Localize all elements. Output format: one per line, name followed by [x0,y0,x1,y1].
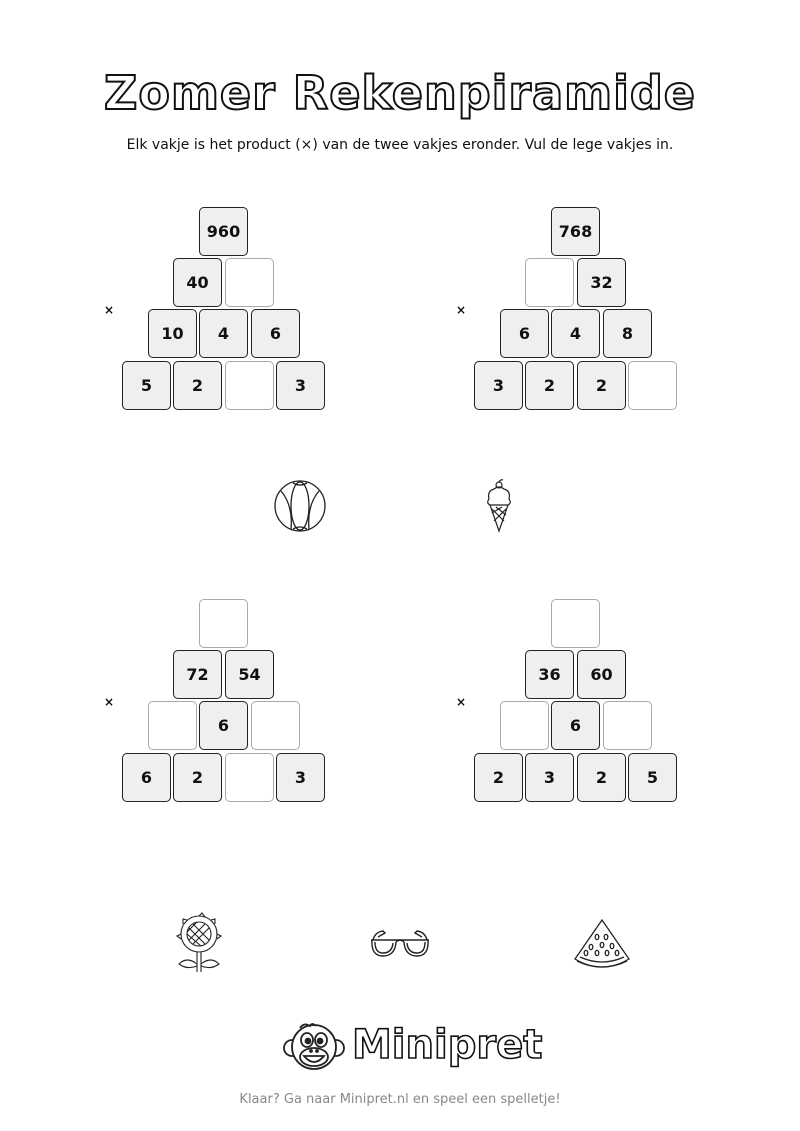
cell-r2-c1[interactable]: 6 [551,701,600,750]
cell-r3-c1[interactable]: 3 [525,753,574,802]
cell-r0-c0[interactable]: 960 [199,207,248,256]
cell-r3-c2[interactable] [225,361,274,410]
multiply-symbol: × [104,695,115,709]
cell-r3-c2[interactable]: 2 [577,361,626,410]
pyramid-1: 960 40 10 4 6 5 2 3 [122,207,332,417]
cell-r2-c2[interactable] [251,701,300,750]
cell-r3-c3[interactable] [628,361,677,410]
pyramid-4: 36 60 6 2 3 2 5 [474,599,684,809]
cell-r1-c1[interactable] [225,258,274,307]
minipret-logo: Minipret [282,1020,543,1076]
sunglasses-icon [371,930,429,957]
cell-r0-c0[interactable]: 768 [551,207,600,256]
pyramid-2: 768 32 6 4 8 3 2 2 [474,207,684,417]
multiply-symbol: × [456,695,467,709]
logo-text: Minipret [351,1021,543,1069]
cell-r3-c1[interactable]: 2 [525,361,574,410]
cell-r0-c0[interactable] [199,599,248,648]
cell-r3-c0[interactable]: 3 [474,361,523,410]
cell-r2-c0[interactable]: 6 [500,309,549,358]
cell-r1-c1[interactable]: 32 [577,258,626,307]
cell-r2-c0[interactable]: 10 [148,309,197,358]
ice-cream-icon [487,479,511,533]
monkey-mascot-icon [283,1023,345,1070]
cell-r1-c0[interactable]: 36 [525,650,574,699]
cell-r2-c0[interactable] [148,701,197,750]
cell-r3-c0[interactable]: 2 [474,753,523,802]
cell-r3-c0[interactable]: 5 [122,361,171,410]
cell-r2-c1[interactable]: 4 [551,309,600,358]
cell-r2-c0[interactable] [500,701,549,750]
pyramid-3: 72 54 6 6 2 3 [122,599,332,809]
footer-text: Klaar? Ga naar Minipret.nl en speel een … [239,1092,561,1107]
sunflower-icon [175,912,223,972]
cell-r2-c2[interactable] [603,701,652,750]
cell-r1-c1[interactable]: 54 [225,650,274,699]
cell-r2-c1[interactable]: 4 [199,309,248,358]
cell-r3-c3[interactable]: 5 [628,753,677,802]
cell-r1-c0[interactable]: 72 [173,650,222,699]
cell-r3-c3[interactable]: 3 [276,361,325,410]
beach-ball-icon [274,480,326,532]
page-title: Zomer Rekenpiramide [103,65,696,121]
multiply-symbol: × [104,303,115,317]
cell-r3-c1[interactable]: 2 [173,361,222,410]
cell-r2-c2[interactable]: 8 [603,309,652,358]
cell-r3-c2[interactable]: 2 [577,753,626,802]
cell-r1-c0[interactable]: 40 [173,258,222,307]
cell-r0-c0[interactable] [551,599,600,648]
watermelon-icon [574,918,630,968]
cell-r2-c1[interactable]: 6 [199,701,248,750]
multiply-symbol: × [456,303,467,317]
cell-r3-c1[interactable]: 2 [173,753,222,802]
cell-r3-c0[interactable]: 6 [122,753,171,802]
cell-r1-c1[interactable]: 60 [577,650,626,699]
cell-r3-c3[interactable]: 3 [276,753,325,802]
instruction-text: Elk vakje is het product (×) van de twee… [126,137,674,153]
cell-r3-c2[interactable] [225,753,274,802]
cell-r1-c0[interactable] [525,258,574,307]
cell-r2-c2[interactable]: 6 [251,309,300,358]
